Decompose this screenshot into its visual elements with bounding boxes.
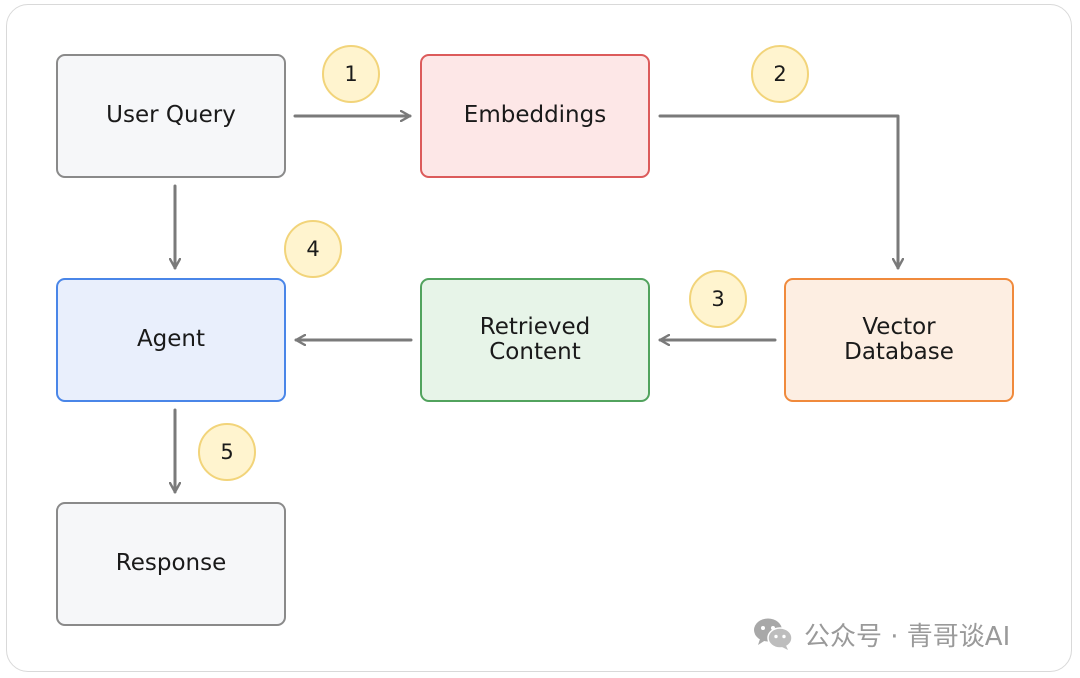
step-badge-1: 1	[322, 45, 380, 103]
node-response: Response	[56, 502, 286, 626]
step-badge-2: 2	[751, 45, 809, 103]
node-embeddings: Embeddings	[420, 54, 650, 178]
wechat-icon	[754, 618, 793, 650]
watermark: 公众号 · 青哥谈AI	[752, 614, 1010, 654]
node-vector-database: Vector Database	[784, 278, 1014, 402]
step-badge-4: 4	[284, 220, 342, 278]
node-user-query: User Query	[56, 54, 286, 178]
node-agent: Agent	[56, 278, 286, 402]
step-badge-5: 5	[198, 423, 256, 481]
step-badge-3: 3	[689, 270, 747, 328]
node-retrieved-content: Retrieved Content	[420, 278, 650, 402]
watermark-text: 公众号 · 青哥谈AI	[804, 621, 1011, 652]
